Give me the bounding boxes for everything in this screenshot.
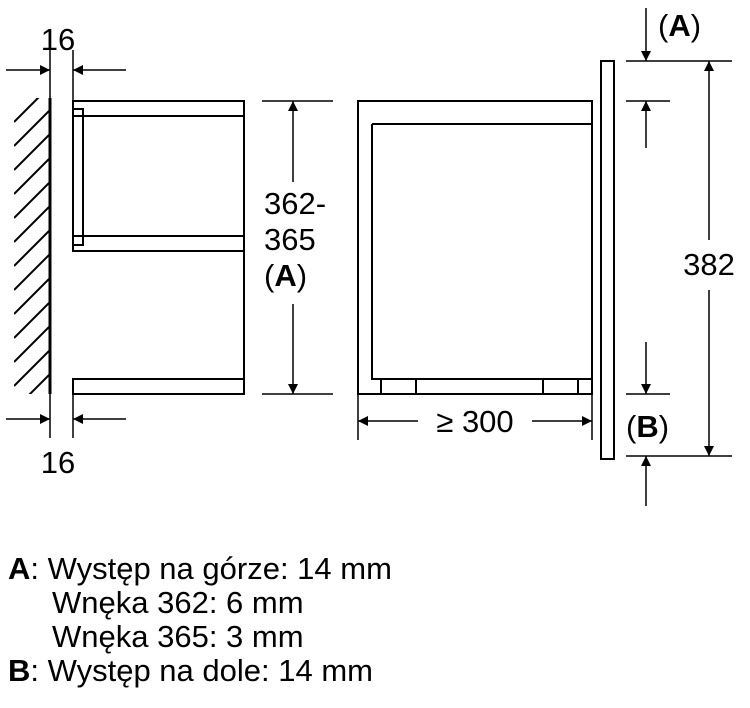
depth-dimension bbox=[357, 394, 593, 440]
gap-label-top: 16 bbox=[41, 22, 75, 57]
appliance-body bbox=[357, 100, 593, 395]
depth-label: ≥ 300 bbox=[436, 404, 513, 439]
legend-a-text: : Występ na górze: 14 mm bbox=[30, 551, 392, 586]
legend: A: Występ na górze: 14 mm Wnęka 362: 6 m… bbox=[8, 552, 392, 688]
legend-b-line: B: Występ na dole: 14 mm bbox=[8, 654, 392, 688]
appliance-side-view bbox=[357, 60, 615, 460]
cabinet-top-board bbox=[72, 100, 245, 117]
niche-height-label-line1: 362- bbox=[264, 186, 326, 221]
legend-a-line: A: Występ na górze: 14 mm bbox=[8, 552, 392, 586]
marker-a-label: (A) bbox=[658, 8, 701, 43]
cabinet-middle-board bbox=[72, 235, 245, 252]
niche-height-key: A bbox=[274, 258, 296, 293]
legend-a-niche-365: Wnęka 365: 3 mm bbox=[52, 619, 304, 654]
cabinet-side-view bbox=[72, 100, 245, 395]
legend-b-text: : Występ na dole: 14 mm bbox=[30, 653, 373, 688]
marker-b-key: B bbox=[636, 409, 658, 444]
gap-dimension-top bbox=[6, 50, 126, 101]
legend-a-key: A bbox=[8, 551, 31, 586]
wall-hatching bbox=[14, 98, 50, 394]
appliance-foot-right bbox=[542, 378, 579, 395]
marker-a-key: A bbox=[668, 8, 690, 43]
legend-b-key: B bbox=[8, 653, 31, 688]
niche-front-frame bbox=[72, 108, 84, 246]
panel-height-dimension bbox=[626, 60, 732, 457]
legend-a-niche-362: Wnęka 362: 6 mm bbox=[52, 585, 304, 620]
appliance-inner-cavity bbox=[371, 123, 592, 380]
gap-dimension-bottom bbox=[6, 394, 126, 438]
cabinet-bottom-board bbox=[72, 378, 245, 395]
niche-height-label-line2: 365 bbox=[264, 222, 316, 257]
niche-height-dimension bbox=[262, 100, 333, 395]
gap-label-bottom: 16 bbox=[41, 445, 75, 480]
front-panel bbox=[600, 60, 615, 460]
installation-diagram: 16 16 362- 365 (A) ≥ 300 bbox=[6, 8, 735, 506]
marker-b-label: (B) bbox=[626, 409, 669, 444]
appliance-foot-left bbox=[380, 378, 417, 395]
panel-height-label: 382 bbox=[683, 247, 735, 282]
niche-height-label-line3: (A) bbox=[264, 258, 307, 293]
